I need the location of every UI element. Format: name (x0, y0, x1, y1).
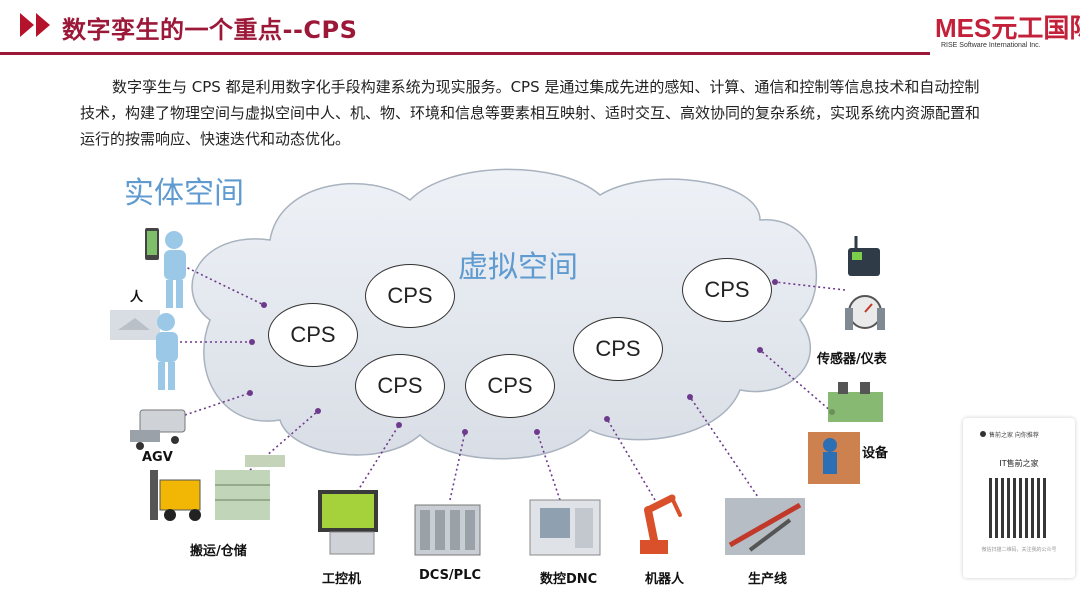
link-dnc (536, 431, 561, 501)
intro-paragraph: 数字孪生与 CPS 都是利用数字化手段构建系统为现实服务。CPS 是通过集成先进… (80, 78, 981, 148)
cps-node: CPS (268, 303, 358, 367)
label-dnc: 数控DNC (540, 572, 598, 587)
agv-icon (130, 409, 186, 450)
qr-brand: 售前之家 向你推荐 (989, 432, 1039, 439)
cnc-machine-icon (529, 499, 601, 556)
robot-arm-icon (640, 494, 682, 554)
virtual-space-cloud (191, 168, 818, 460)
label-person: 人 (130, 290, 144, 305)
qr-code-icon (989, 478, 1049, 538)
qr-title: IT售前之家 (999, 459, 1039, 468)
industrial-pc-icon (318, 490, 378, 555)
logo-subtitle: RISE Software International Inc. (941, 42, 1041, 49)
chevron-icon (20, 13, 34, 37)
label-handling: 搬运/仓储 (190, 544, 247, 559)
cps-node: CPS (465, 354, 555, 418)
sensor-icon (845, 236, 885, 330)
qr-footer: 微信扫描二维码，关注我的公众号 (981, 547, 1057, 553)
account-avatar-icon (980, 431, 986, 437)
production-line-icon (725, 498, 805, 555)
label-robot: 机器人 (645, 572, 685, 587)
equipment-icon (808, 382, 883, 484)
physical-space-title: 实体空间 (124, 176, 244, 211)
person-icon (145, 228, 186, 308)
label-equipment: 设备 (862, 446, 889, 461)
label-ipc: 工控机 (322, 572, 362, 587)
label-agv: AGV (142, 450, 173, 465)
link-robot (606, 418, 656, 501)
header-bar: 数字孪生的一个重点--CPS MES元工国际 RISE Software Int… (0, 0, 1080, 55)
link-sensor (774, 281, 846, 291)
virtual-space-title: 虚拟空间 (458, 250, 578, 285)
link-equipment (759, 349, 833, 413)
label-line: 生产线 (748, 572, 788, 587)
link-line (689, 396, 761, 501)
forklift-icon (150, 455, 285, 521)
link-person-top (164, 256, 265, 306)
link-agv (184, 392, 251, 416)
link-dcs (449, 431, 466, 501)
chevron-icon (36, 13, 50, 37)
logo-text: MES元工国际 (935, 13, 1080, 43)
cps-node: CPS (365, 264, 455, 328)
company-logo: MES元工国际 RISE Software International Inc. (935, 6, 1080, 54)
page-title: 数字孪生的一个重点--CPS (62, 16, 358, 44)
qr-card[interactable]: 售前之家 向你推荐 IT售前之家 微信扫描二维码，关注我的公众号 (963, 418, 1075, 578)
cps-node: CPS (355, 354, 445, 418)
label-dcs: DCS/PLC (419, 568, 482, 583)
dcs-plc-icon (414, 504, 481, 556)
person-at-desk-icon (110, 310, 178, 390)
title-underline (0, 52, 930, 55)
cps-node: CPS (682, 258, 772, 322)
label-sensor: 传感器/仪表 (817, 352, 887, 367)
cps-node: CPS (573, 317, 663, 381)
